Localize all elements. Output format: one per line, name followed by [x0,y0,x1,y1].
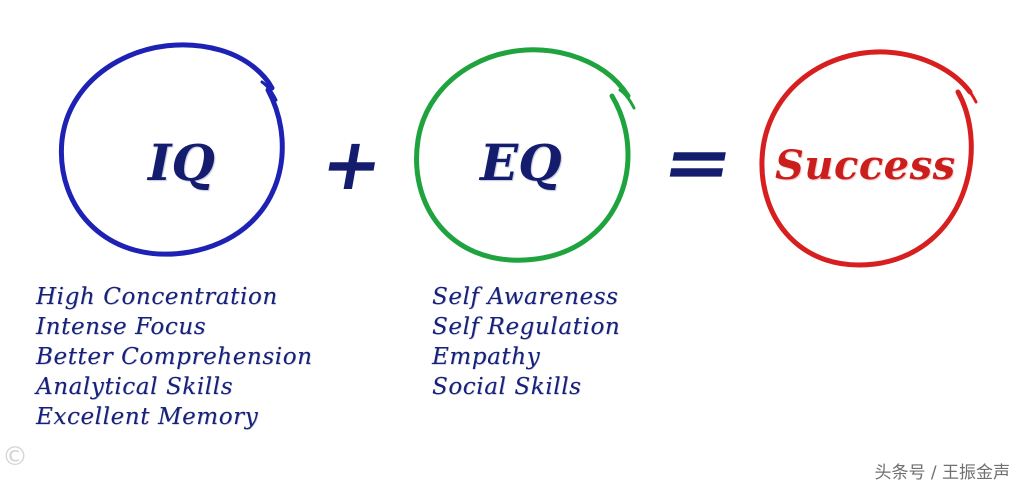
eq-trait-item: Self Regulation [432,314,621,340]
plus-sign: + [314,122,390,206]
iq-label: IQ [148,133,215,192]
success-circle [759,49,978,268]
eq-label: EQ [480,133,562,192]
watermark-left: © [2,442,28,472]
iq-trait-item: Excellent Memory [36,404,259,430]
eq-trait-item: Empathy [432,344,541,370]
watermark-right: 头条号 / 王振金声 [874,463,1010,483]
equals-sign: = [656,120,741,204]
eq-circle [414,47,636,263]
iq-trait-item: Better Comprehension [36,344,313,370]
iq-traits-list: High Concentration Intense Focus Better … [36,282,313,432]
eq-trait-item: Social Skills [432,374,582,400]
eq-trait-item: Self Awareness [432,284,619,310]
iq-trait-item: High Concentration [36,284,278,310]
iq-trait-item: Intense Focus [36,314,207,340]
iq-circle [58,42,285,257]
success-label: Success [775,142,956,189]
iq-trait-item: Analytical Skills [36,374,234,400]
eq-traits-list: Self Awareness Self Regulation Empathy S… [432,282,620,402]
